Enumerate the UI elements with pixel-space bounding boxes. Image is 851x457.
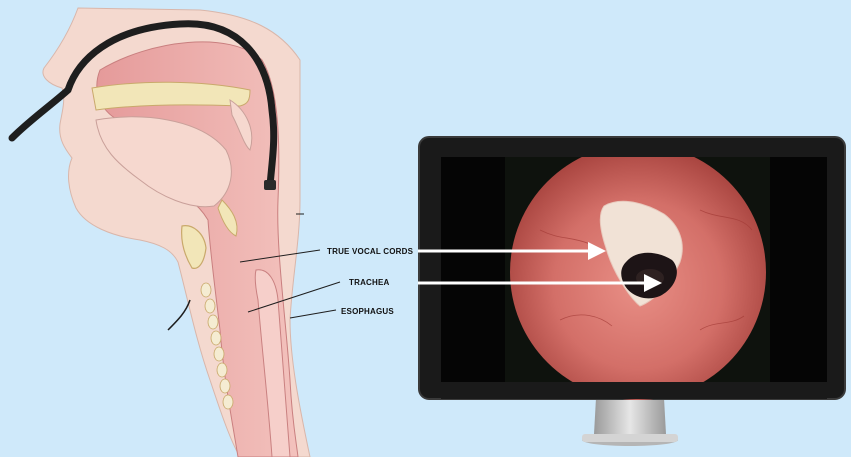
monitor xyxy=(418,136,846,446)
nasal-cavity xyxy=(91,81,251,111)
label-arrows xyxy=(418,242,662,292)
tongue xyxy=(95,116,232,208)
thyroid-cartilage xyxy=(181,225,207,269)
neck-outline xyxy=(167,299,191,331)
head-illustration xyxy=(8,7,311,457)
soft-palate xyxy=(229,99,253,151)
arrow-vocal-cords-head xyxy=(588,242,606,260)
esophagus-tube xyxy=(254,269,291,457)
trachea-rings xyxy=(200,282,234,410)
label-esophagus: ESOPHAGUS xyxy=(341,307,394,316)
mucosa-vessels xyxy=(539,209,753,331)
monitor-stand xyxy=(594,398,666,434)
epiglottis xyxy=(217,199,238,237)
label-true-vocal-cords: TRUE VOCAL CORDS xyxy=(327,247,414,256)
arrow-trachea-head xyxy=(644,274,662,292)
leader-lines xyxy=(239,213,341,319)
endoscope-tip xyxy=(264,180,276,190)
label-trachea: TRACHEA xyxy=(349,278,390,287)
monitor-base-front xyxy=(582,434,678,442)
endoscope-cable xyxy=(8,20,278,190)
